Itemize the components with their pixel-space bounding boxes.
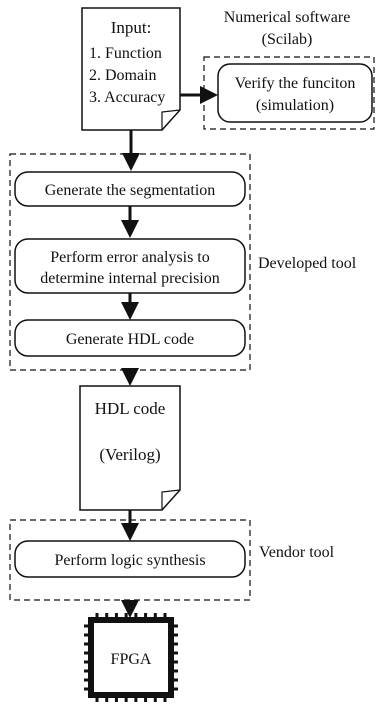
hdl-doc-language: (Verilog) xyxy=(99,445,160,464)
generate-hdl-text: Generate HDL code xyxy=(66,331,194,348)
scilab-label: (Scilab) xyxy=(262,31,313,48)
error-analysis-text-line1: Perform error analysis to xyxy=(50,249,210,266)
hdl-document: HDL code (Verilog) xyxy=(79,385,181,511)
numerical-software-dashed-box xyxy=(203,56,375,130)
numerical-software-region: Numerical software (Scilab) Verify the f… xyxy=(203,9,375,130)
developed-tool-region: Developed tool Generate the segmentation… xyxy=(9,153,357,371)
vendor-tool-region: Vendor tool Perform logic synthesis xyxy=(9,519,335,601)
generate-hdl-box xyxy=(14,319,246,357)
verify-function-box xyxy=(217,63,373,123)
simulation-text: (simulation) xyxy=(256,97,334,114)
developed-tool-label: Developed tool xyxy=(258,255,357,272)
input-document: Input: 1. Function 2. Domain 3. Accuracy xyxy=(81,7,181,131)
input-item-function: 1. Function xyxy=(89,45,162,62)
logic-synthesis-text: Perform logic synthesis xyxy=(54,552,205,569)
fpga-chip-icon: FPGA xyxy=(84,613,178,702)
vendor-tool-label: Vendor tool xyxy=(259,544,335,561)
logic-synthesis-box xyxy=(14,540,246,578)
input-title: Input: xyxy=(111,18,152,37)
hdl-doc-title: HDL code xyxy=(95,399,166,418)
numerical-software-label: Numerical software xyxy=(224,9,351,26)
verify-function-text: Verify the funciton xyxy=(235,75,356,92)
fpga-label: FPGA xyxy=(111,651,152,668)
input-item-domain: 2. Domain xyxy=(89,67,157,84)
input-item-accuracy: 3. Accuracy xyxy=(89,89,165,106)
error-analysis-text-line2: determine internal precision xyxy=(40,270,219,287)
segmentation-text: Generate the segmentation xyxy=(45,182,216,199)
